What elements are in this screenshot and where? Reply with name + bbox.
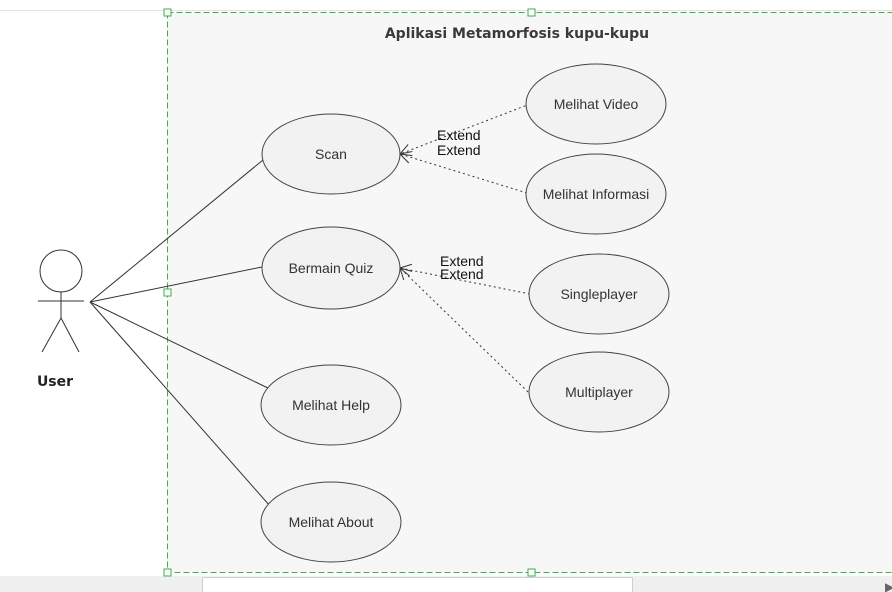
actor-user[interactable] [38,249,84,353]
association-scan[interactable] [89,159,264,303]
use-case-melihat-informasi-label: Melihat Informasi [543,186,650,202]
system-title: Aplikasi Metamorfosis kupu-kupu [385,26,649,42]
use-case-melihat-about-label: Melihat About [289,514,374,530]
use-case-melihat-video[interactable]: Melihat Video [525,63,667,145]
use-case-scan-shape[interactable] [261,113,401,195]
use-case-bermain-quiz[interactable]: Bermain Quiz [261,226,401,310]
use-case-melihat-about[interactable]: Melihat About [260,481,402,563]
extend-label-informasi: Extend [437,142,481,158]
use-case-melihat-help-shape[interactable] [260,364,402,446]
use-case-melihat-about-shape[interactable] [260,481,402,563]
use-case-melihat-informasi[interactable]: Melihat Informasi [525,153,667,235]
scroll-right-glyph[interactable]: ▶ [885,580,892,592]
extend-label-single: Extend [440,253,484,269]
extend-relations [398,103,531,393]
associations [89,159,271,507]
extend-single-to-quiz[interactable] [398,263,531,295]
use-case-multiplayer-label: Multiplayer [565,384,633,400]
extend-informasi-to-scan[interactable] [399,151,528,194]
actor-user-leg-left [41,317,62,353]
extend-label-multi: Extend [440,266,484,282]
extend-video-to-scan[interactable] [399,103,531,157]
use-case-multiplayer[interactable]: Multiplayer [528,351,670,433]
boundary-handle-top-mid[interactable] [527,8,536,17]
use-case-melihat-informasi-shape[interactable] [525,153,667,235]
use-case-melihat-video-label: Melihat Video [554,96,639,112]
use-case-melihat-help-label: Melihat Help [292,397,370,413]
use-case-melihat-help[interactable]: Melihat Help [260,364,402,446]
use-case-singleplayer[interactable]: Singleplayer [528,253,670,335]
association-bermain-quiz[interactable] [89,266,263,303]
use-case-singleplayer-label: Singleplayer [560,286,637,302]
use-case-multiplayer-shape[interactable] [528,351,670,433]
actor-user-label: User [37,374,73,390]
use-case-melihat-video-shape[interactable] [525,63,667,145]
boundary-handle-bottom-left[interactable] [163,568,172,577]
boundary-handle-mid-left[interactable] [163,288,172,297]
use-case-singleplayer-shape[interactable] [528,253,670,335]
bottom-input-box[interactable] [202,577,633,592]
boundary-handle-top-left[interactable] [163,8,172,17]
use-case-bermain-quiz-shape[interactable] [261,226,401,310]
boundary-handle-bottom-mid[interactable] [527,568,536,577]
use-case-scan-label: Scan [315,146,347,162]
association-melihat-about[interactable] [89,301,271,507]
association-melihat-help[interactable] [89,301,271,390]
actor-user-leg-right [60,317,80,353]
actor-user-head-icon [39,249,83,293]
use-case-scan[interactable]: Scan [261,113,401,195]
extend-label-video: Extend [437,127,481,143]
use-case-bermain-quiz-label: Bermain Quiz [289,260,374,276]
